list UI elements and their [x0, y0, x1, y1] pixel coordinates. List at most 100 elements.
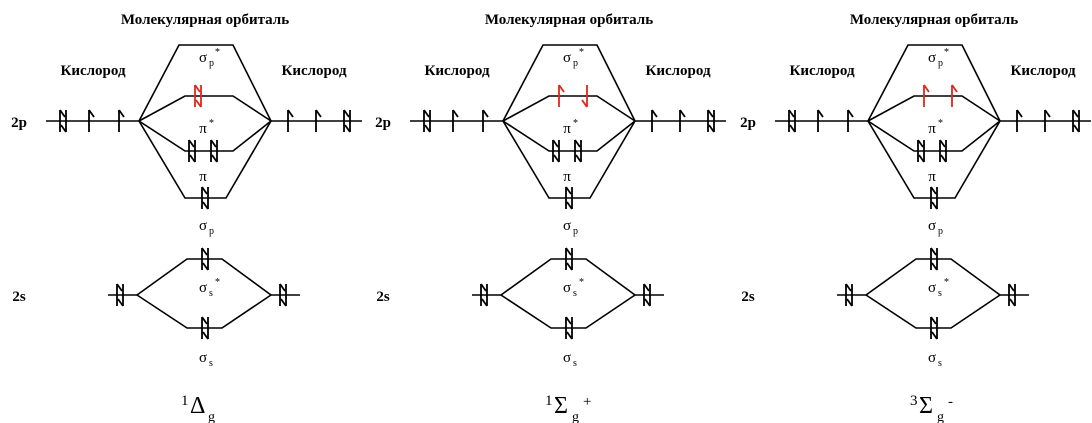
diagram-title: Молекулярная орбиталь — [485, 12, 653, 28]
electron-barb — [482, 109, 489, 118]
sigma-p-pair — [930, 186, 938, 210]
orbital-subscript: p — [573, 226, 578, 237]
electron-barb — [1072, 109, 1079, 118]
left-2p-pair — [423, 109, 431, 133]
electron-down — [931, 187, 938, 210]
electron-up — [210, 139, 217, 162]
orbital-subscript: p — [573, 58, 578, 69]
electron-up — [279, 283, 286, 306]
electron-barb — [940, 154, 947, 163]
orbital-symbol: π — [199, 121, 207, 137]
electron-barb — [118, 109, 125, 118]
left-2s-pair — [116, 283, 124, 307]
electron-barb — [202, 262, 209, 271]
right-2s-pair — [279, 283, 287, 307]
sigma-s-star-connector — [136, 258, 272, 296]
sigma-s-pair — [565, 316, 573, 340]
electron-down — [553, 140, 560, 163]
diagram-title: Молекулярная орбиталь — [850, 12, 1018, 28]
level-2s-label: 2s — [741, 289, 755, 305]
right-2p-pair — [1072, 109, 1080, 133]
electron-barb — [59, 109, 66, 118]
electron-down — [1009, 284, 1016, 307]
pi-star-electron-pair — [194, 84, 202, 108]
orbital-symbol: σ — [928, 350, 936, 366]
sigma-s-star-pair — [930, 247, 938, 271]
electron-down — [424, 110, 431, 133]
electron-barb — [60, 124, 67, 133]
electron-down — [940, 140, 947, 163]
pi-star-upper-connector — [138, 95, 272, 122]
electron-barb — [116, 283, 123, 292]
orbital-symbol: π — [563, 169, 571, 185]
electron-up — [565, 316, 572, 339]
electron-barb — [930, 247, 937, 256]
sigma-p-star-connector — [867, 44, 1001, 122]
right-2p-electron — [315, 109, 322, 132]
electron-barb — [788, 109, 795, 118]
left-2p-electron — [817, 109, 824, 132]
electron-down — [789, 110, 796, 133]
electron-up — [643, 283, 650, 306]
electron-barb — [280, 298, 287, 307]
electron-barb — [679, 109, 686, 118]
electron-barb — [789, 124, 796, 133]
orbital-symbol: π — [928, 121, 936, 137]
pi-lower-connector — [138, 120, 272, 152]
electron-up — [201, 316, 208, 339]
electron-barb — [951, 84, 958, 93]
right-atom-label: Кислород — [1010, 63, 1076, 79]
pi-star-electron — [951, 84, 958, 107]
sigma-s-connector — [136, 294, 272, 329]
term-letter: Δ — [190, 393, 205, 419]
sigma-s-star-pair — [565, 247, 573, 271]
electron-barb — [1044, 109, 1051, 118]
electron-barb — [1073, 124, 1080, 133]
left-atom-label: Кислород — [789, 63, 855, 79]
electron-barb — [931, 331, 938, 340]
term-subscript: g — [208, 410, 215, 423]
right-atom-label: Кислород — [281, 63, 347, 79]
right-2p-pair — [707, 109, 715, 133]
sigma-s-star-pair — [201, 247, 209, 271]
electron-up — [343, 109, 350, 132]
electron-barb — [651, 109, 658, 118]
sigma-p-pair — [565, 186, 573, 210]
orbital-subscript: p — [209, 226, 214, 237]
electron-barb — [344, 124, 351, 133]
pi-bonding-pair — [210, 139, 218, 163]
electron-barb — [939, 139, 946, 148]
orbital-star: * — [944, 47, 949, 58]
electron-down — [931, 248, 938, 271]
electron-down — [211, 140, 218, 163]
orbital-subscript: s — [209, 358, 213, 369]
electron-up — [930, 247, 937, 270]
electron-up — [552, 139, 559, 162]
pi-star-electron — [581, 85, 588, 108]
electron-barb — [565, 316, 572, 325]
right-2p-electron — [651, 109, 658, 132]
electron-down — [566, 187, 573, 210]
electron-barb — [287, 109, 294, 118]
pi-bonding-pair — [939, 139, 947, 163]
electron-barb — [643, 283, 650, 292]
sigma-s-pair — [930, 316, 938, 340]
electron-down — [60, 110, 67, 133]
electron-barb — [644, 298, 651, 307]
electron-down — [195, 85, 202, 108]
orbital-star: * — [579, 47, 584, 58]
orbital-symbol: σ — [928, 50, 936, 66]
term-subscript: g — [937, 410, 944, 423]
orbital-symbol: σ — [928, 218, 936, 234]
electron-barb — [845, 283, 852, 292]
electron-down — [481, 284, 488, 307]
electron-up — [59, 109, 66, 132]
electron-barb — [201, 316, 208, 325]
pi-star-label: π* — [928, 118, 943, 137]
